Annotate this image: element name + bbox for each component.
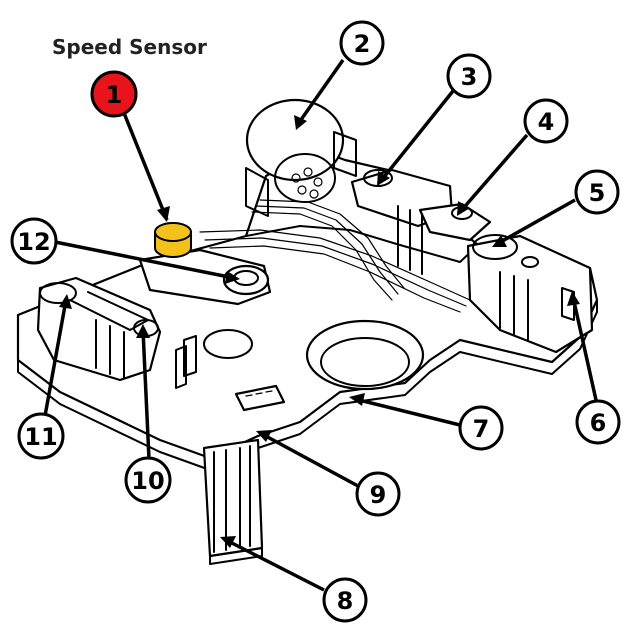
leader-9 — [261, 432, 359, 488]
callout-4-circle — [523, 98, 569, 144]
leader-3 — [378, 89, 455, 184]
callout-6-label: 6 — [590, 409, 607, 437]
leader-7 — [354, 397, 461, 427]
callout-4-label: 4 — [538, 108, 555, 136]
callout-8: 8 — [322, 577, 368, 623]
callout-12: 12 — [10, 217, 58, 265]
conductor-plate-drawing — [16, 98, 599, 565]
callout-9-circle — [355, 471, 401, 517]
callout-1-circle — [90, 70, 138, 118]
callout-5-circle — [574, 169, 620, 215]
callout-5: 5 — [574, 169, 620, 215]
callout-7: 7 — [458, 405, 504, 451]
leader-11 — [43, 299, 68, 417]
callout-11: 11 — [17, 412, 65, 460]
callout-12-label: 12 — [17, 228, 50, 256]
diagram-title: Speed Sensor — [52, 35, 207, 59]
callout-10-circle — [124, 456, 172, 504]
leader-5 — [496, 198, 576, 246]
callout-2: 2 — [339, 20, 385, 66]
callout-6: 6 — [575, 399, 621, 445]
leader-lines — [43, 58, 598, 592]
callout-1-label: 1 — [106, 81, 123, 109]
callout-11-circle — [17, 412, 65, 460]
callout-8-label: 8 — [337, 587, 354, 615]
callout-12-circle — [10, 217, 58, 265]
speed-sensor-part — [154, 222, 192, 258]
callout-10: 10 — [124, 456, 172, 504]
callout-6-circle — [575, 399, 621, 445]
leader-12 — [54, 240, 235, 280]
leader-1 — [122, 112, 169, 221]
callout-9: 9 — [355, 471, 401, 517]
leader-10 — [141, 329, 151, 460]
leader-6 — [571, 296, 598, 401]
leader-4 — [458, 133, 529, 214]
callout-2-circle — [339, 20, 385, 66]
callout-5-label: 5 — [589, 179, 606, 207]
callout-4: 4 — [523, 98, 569, 144]
callout-3-circle — [446, 53, 492, 99]
leader-8 — [225, 538, 325, 592]
leader-2 — [296, 58, 345, 126]
callout-9-label: 9 — [370, 481, 387, 509]
callout-7-circle — [458, 405, 504, 451]
callout-11-label: 11 — [24, 423, 57, 451]
callout-2-label: 2 — [354, 30, 371, 58]
callout-8-circle — [322, 577, 368, 623]
callout-10-label: 10 — [131, 467, 164, 495]
callout-3: 3 — [446, 53, 492, 99]
callout-7-label: 7 — [473, 415, 490, 443]
callouts: 1 2 3 4 5 6 7 8 — [10, 20, 621, 623]
callout-3-label: 3 — [461, 63, 478, 91]
callout-1: 1 — [90, 70, 138, 118]
